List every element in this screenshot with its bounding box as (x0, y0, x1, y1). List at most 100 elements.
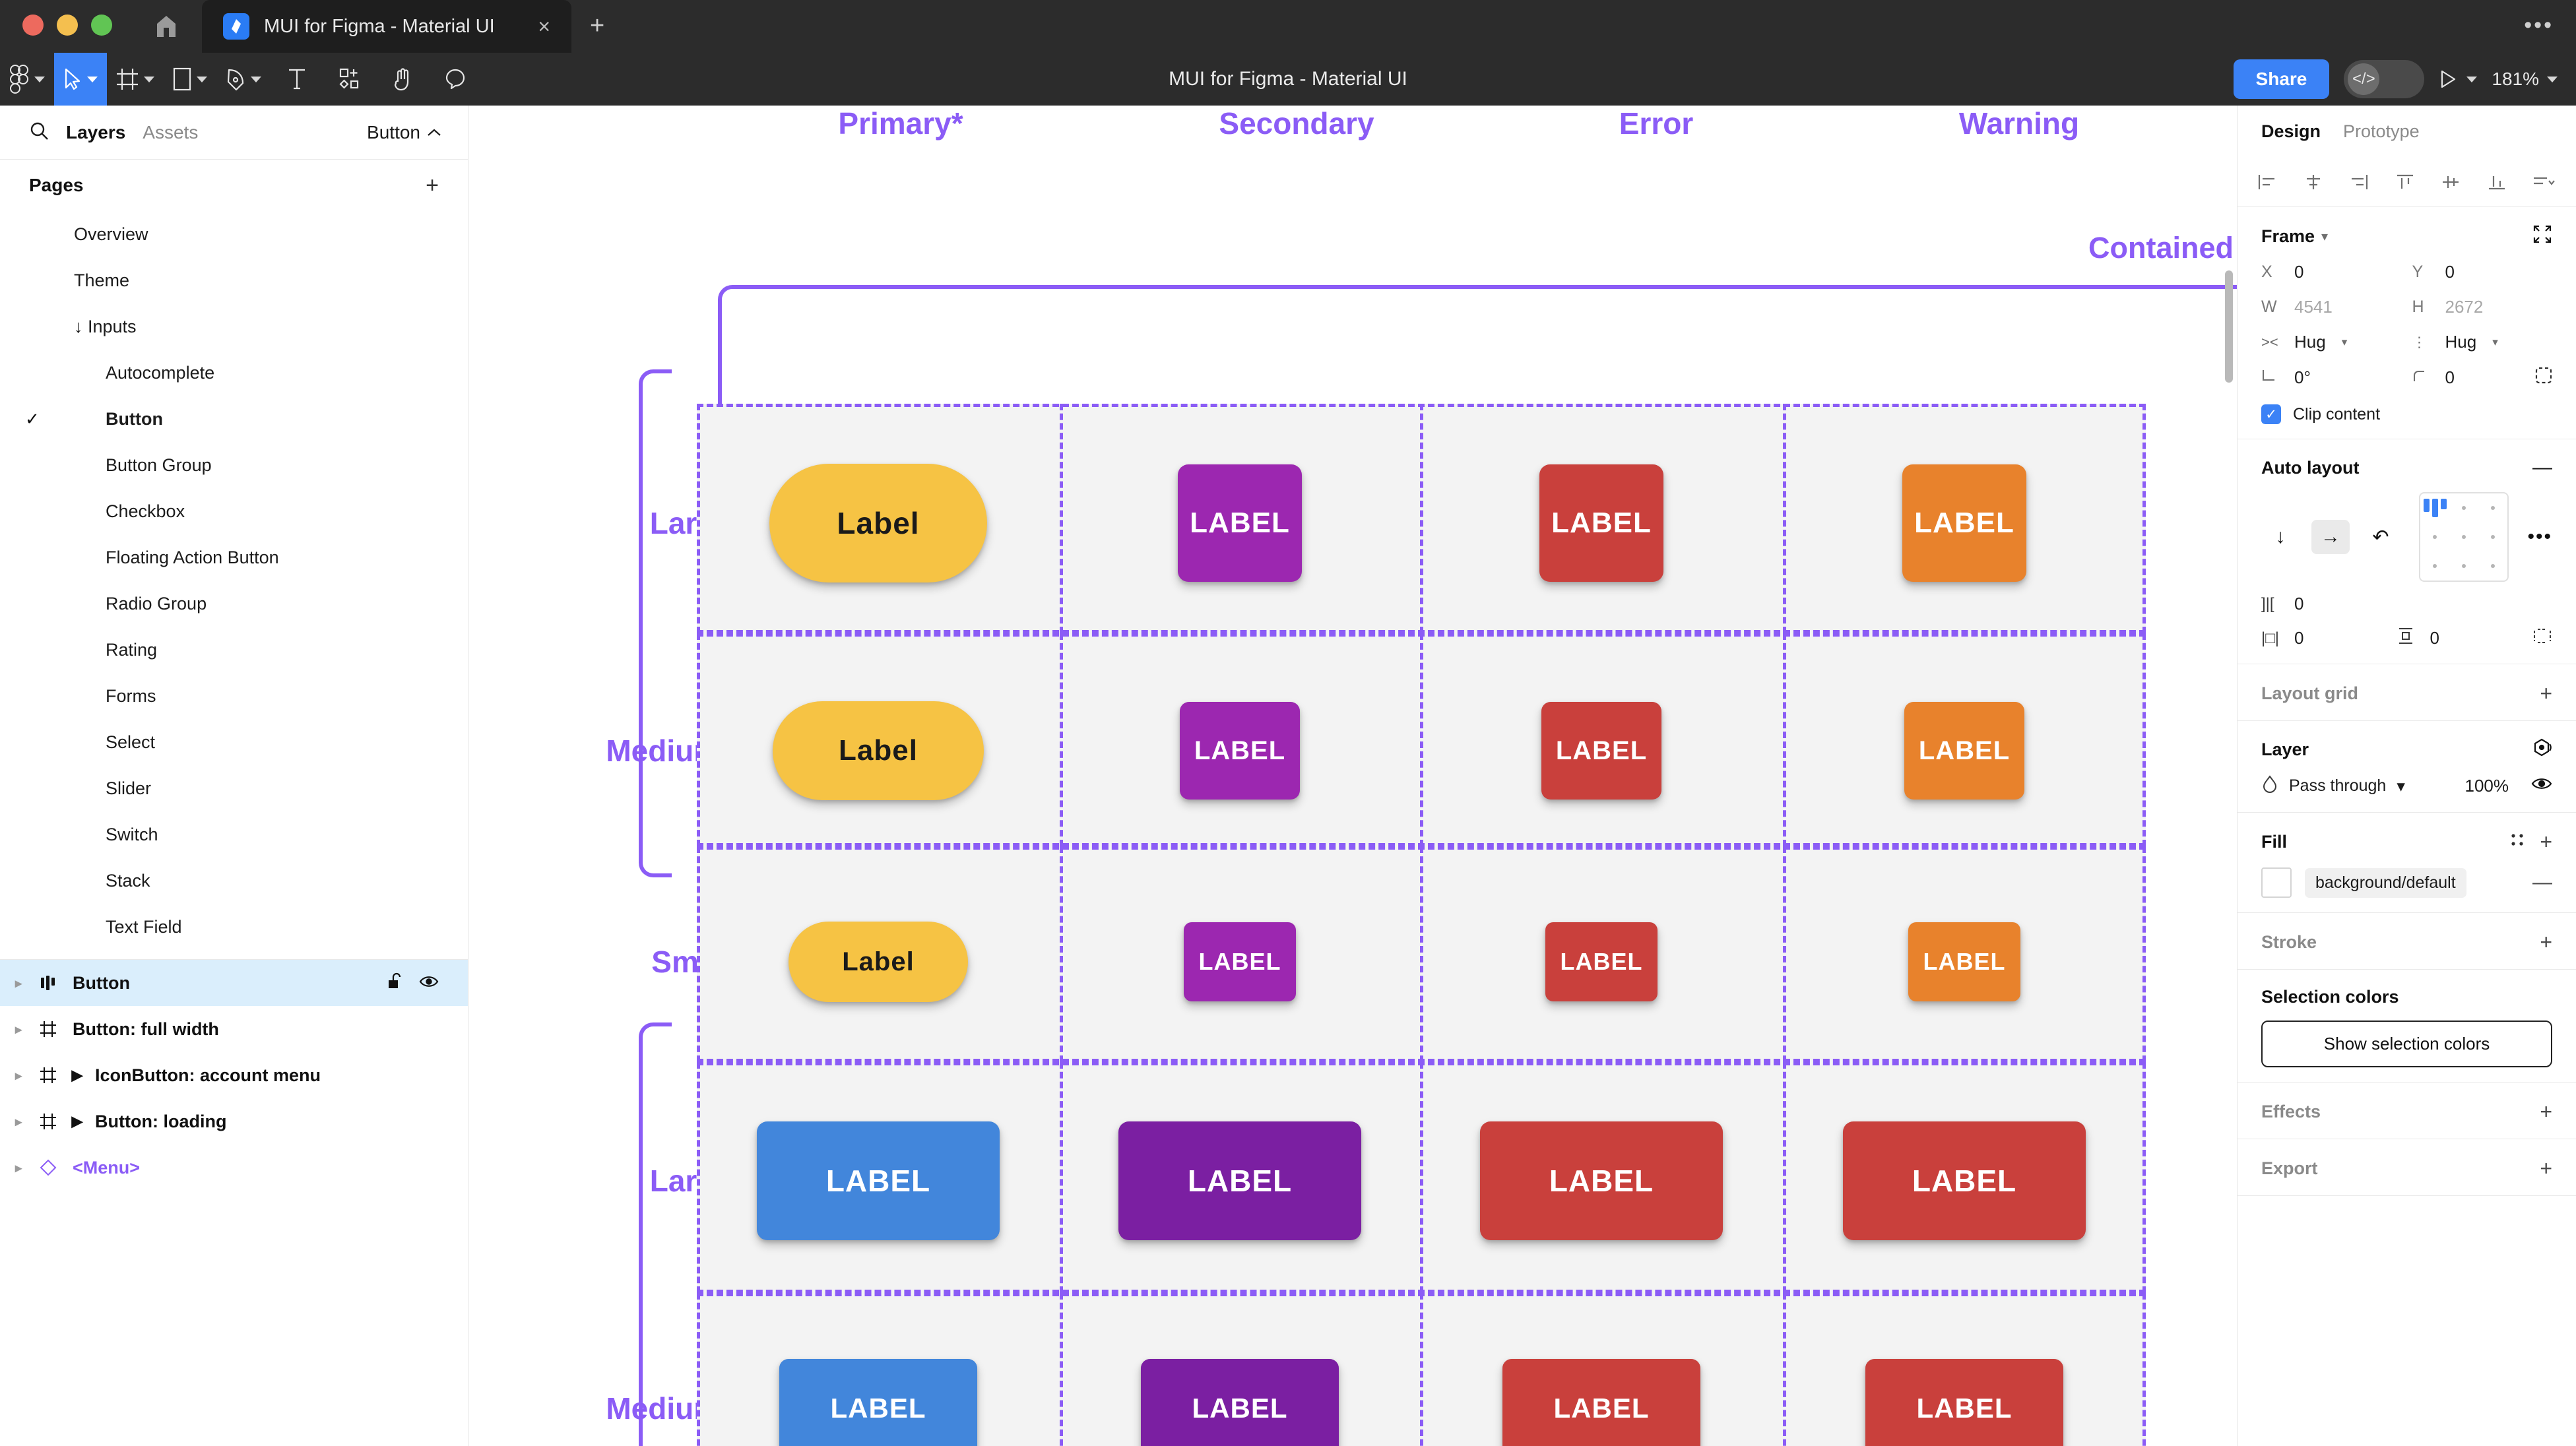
blend-mode-row[interactable]: Pass through ▾ 100% (2261, 774, 2552, 798)
minimize-window-button[interactable] (57, 15, 78, 36)
chevron-down-icon[interactable] (34, 76, 45, 82)
chevron-down-icon[interactable] (144, 76, 154, 82)
horizontal-padding-field[interactable]: |□| 0 (2261, 628, 2303, 648)
chevron-down-icon[interactable] (2547, 76, 2558, 82)
layer-row[interactable]: ▸▶IconButton: account menu (0, 1052, 468, 1098)
design-button[interactable]: LABEL (1843, 1121, 2086, 1240)
remove-fill-icon[interactable]: — (2532, 871, 2552, 893)
design-button[interactable]: LABEL (1908, 922, 2020, 1001)
design-button[interactable]: LABEL (1865, 1359, 2063, 1446)
align-right-icon[interactable] (2349, 173, 2369, 191)
design-button[interactable]: Label (769, 464, 987, 582)
direction-horizontal-button[interactable]: → (2311, 520, 2350, 554)
page-item-button-group[interactable]: Button Group (0, 442, 468, 488)
direction-wrap-button[interactable]: ↶ (2372, 526, 2389, 548)
more-align-options-icon[interactable] (2532, 173, 2556, 191)
page-item-overview[interactable]: Overview (0, 211, 468, 257)
individual-padding-icon[interactable] (2532, 627, 2552, 649)
align-bottom-icon[interactable] (2487, 173, 2507, 191)
page-selector[interactable]: Button (367, 122, 441, 143)
window-overflow-icon[interactable]: ••• (2524, 13, 2554, 38)
page-item-autocomplete[interactable]: Autocomplete (0, 350, 468, 396)
design-button[interactable]: LABEL (1118, 1121, 1361, 1240)
home-button[interactable] (131, 0, 202, 53)
chevron-down-icon[interactable] (197, 76, 207, 82)
independent-corners-icon[interactable] (2535, 367, 2552, 389)
unlock-icon[interactable] (387, 972, 403, 995)
layer-row[interactable]: ▸▶Button: loading (0, 1098, 468, 1145)
resources-tool-icon[interactable] (323, 53, 376, 106)
close-window-button[interactable] (22, 15, 44, 36)
grid-dot[interactable] (2462, 535, 2466, 539)
height-field[interactable]: H 2672 (2412, 297, 2553, 317)
collapse-frame-icon[interactable] (2532, 224, 2552, 249)
layer-settings-icon[interactable] (2532, 738, 2552, 761)
eye-icon[interactable] (2531, 776, 2552, 796)
comment-tool-icon[interactable] (429, 53, 482, 106)
design-button[interactable]: Label (773, 701, 984, 800)
page-item-radio-group[interactable]: Radio Group (0, 581, 468, 627)
design-button[interactable]: LABEL (1902, 464, 2026, 582)
corner-radius-field[interactable]: 0 (2412, 367, 2553, 389)
chevron-down-icon[interactable] (2466, 76, 2478, 82)
design-button[interactable]: LABEL (757, 1121, 1000, 1240)
grid-dot[interactable] (2433, 564, 2437, 568)
page-item-floating-action-button[interactable]: Floating Action Button (0, 534, 468, 581)
design-button[interactable]: LABEL (1184, 922, 1296, 1001)
show-selection-colors-button[interactable]: Show selection colors (2261, 1021, 2552, 1067)
new-tab-icon[interactable]: + (590, 12, 605, 40)
vertical-resize-field[interactable]: ⋮ Hug ▾ (2412, 332, 2553, 352)
alignment-grid[interactable] (2419, 492, 2509, 582)
align-vertical-center-icon[interactable] (2441, 173, 2461, 191)
vertical-padding-field[interactable]: 0 (2397, 627, 2439, 649)
add-effect-icon[interactable]: + (2540, 1100, 2552, 1123)
design-button[interactable]: Label (789, 922, 968, 1002)
clip-content-checkbox[interactable]: ✓ (2261, 404, 2281, 424)
align-top-icon[interactable] (2395, 173, 2415, 191)
page-item-text-field[interactable]: Text Field (0, 904, 468, 950)
page-item-forms[interactable]: Forms (0, 673, 468, 719)
zoom-control[interactable]: 181% (2492, 69, 2558, 90)
align-left-icon[interactable] (2257, 173, 2277, 191)
frame-tool-icon[interactable] (107, 53, 164, 106)
tab-prototype[interactable]: Prototype (2343, 121, 2420, 141)
fill-styles-icon[interactable] (2509, 832, 2525, 852)
canvas-scrollbar[interactable] (2225, 270, 2233, 383)
page-item-switch[interactable]: Switch (0, 811, 468, 858)
page-item-theme[interactable]: Theme (0, 257, 468, 303)
chevron-down-icon[interactable]: ▾ (2397, 776, 2405, 796)
design-button[interactable]: LABEL (1904, 702, 2024, 800)
eye-icon[interactable] (419, 973, 439, 993)
pen-tool-icon[interactable] (216, 53, 271, 106)
expand-chevron-icon[interactable]: ▸ (15, 1114, 22, 1129)
grid-dot[interactable] (2462, 506, 2466, 510)
expand-chevron-icon[interactable]: ▸ (15, 1160, 22, 1176)
hand-tool-icon[interactable] (376, 53, 429, 106)
chevron-down-icon[interactable] (87, 76, 98, 82)
share-button[interactable]: Share (2233, 59, 2330, 99)
tab-assets[interactable]: Assets (143, 121, 199, 142)
design-button[interactable]: LABEL (1480, 1121, 1723, 1240)
x-field[interactable]: X 0 (2261, 262, 2402, 282)
figma-menu-icon[interactable] (0, 53, 54, 106)
shape-tool-icon[interactable] (164, 53, 216, 106)
add-fill-icon[interactable]: + (2540, 830, 2552, 854)
chevron-down-icon[interactable]: ▾ (2492, 335, 2498, 348)
remove-auto-layout-icon[interactable]: — (2532, 456, 2552, 478)
page-item-select[interactable]: Select (0, 719, 468, 765)
grid-dot[interactable] (2491, 535, 2496, 539)
design-button[interactable]: LABEL (1178, 464, 1302, 582)
add-layout-grid-icon[interactable]: + (2540, 681, 2552, 705)
maximize-window-button[interactable] (91, 15, 112, 36)
grid-dot[interactable] (2433, 535, 2437, 539)
layer-row[interactable]: ▸Button (0, 960, 468, 1006)
add-export-icon[interactable]: + (2540, 1156, 2552, 1180)
page-item-checkbox[interactable]: Checkbox (0, 488, 468, 534)
auto-layout-more-icon[interactable]: ••• (2527, 526, 2552, 548)
design-button[interactable]: LABEL (779, 1359, 977, 1446)
layer-row[interactable]: ▸Button: full width (0, 1006, 468, 1052)
design-button[interactable]: LABEL (1545, 922, 1658, 1001)
close-icon[interactable]: × (538, 15, 550, 38)
frame-name-label[interactable]: Contained (2088, 231, 2234, 265)
